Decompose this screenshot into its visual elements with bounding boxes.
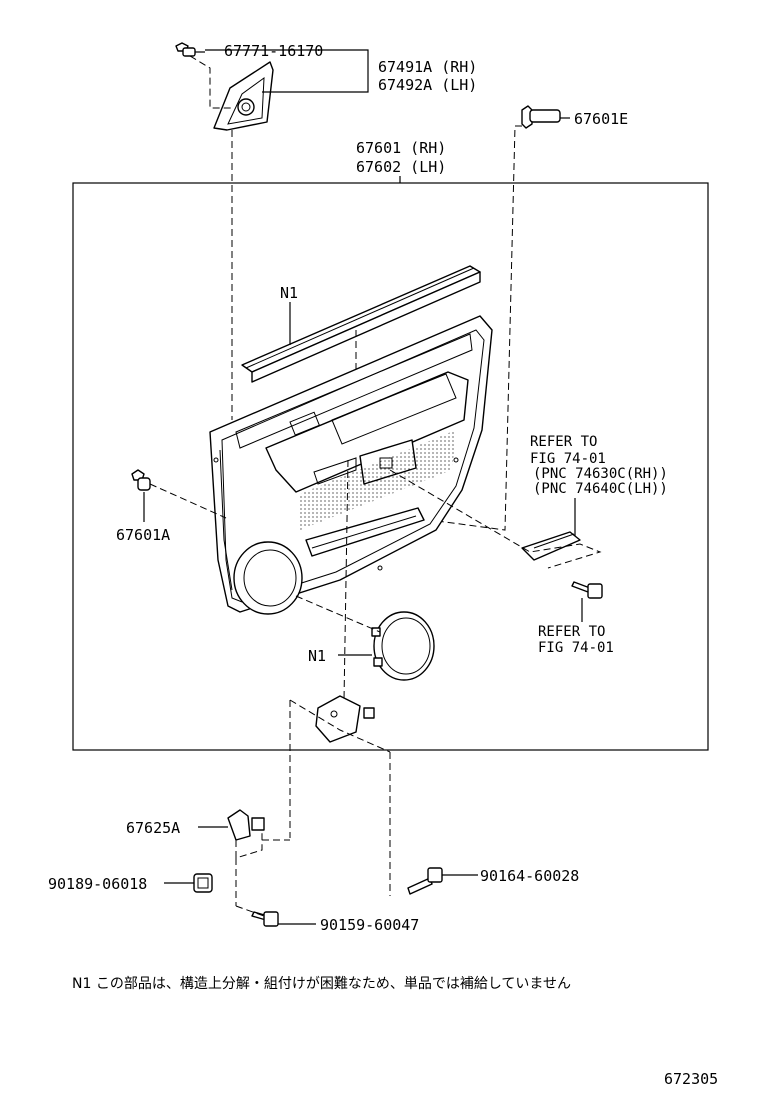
bracket-67625A-icon bbox=[227, 809, 265, 841]
weatherstrip-icon bbox=[241, 265, 481, 383]
panel-frame bbox=[72, 182, 709, 751]
label-90159-60047: 90159-60047 bbox=[320, 916, 419, 934]
figure-number: 672305 bbox=[664, 1070, 718, 1088]
label-90164-60028: 90164-60028 bbox=[480, 867, 579, 885]
label-67601: 67601 (RH) bbox=[356, 139, 446, 157]
clip-67601A-icon bbox=[131, 469, 151, 491]
screw-refer2-icon bbox=[571, 581, 603, 599]
refer2-line2: FIG 74-01 bbox=[538, 640, 614, 656]
refer1-line1: REFER TO bbox=[530, 434, 597, 450]
footnote-n1: N1 この部品は、構造上分解・組付けが困難なため、単品では補給していません bbox=[72, 976, 571, 992]
screw-90159-icon bbox=[251, 911, 279, 927]
label-n1-mid: N1 bbox=[308, 647, 326, 665]
pull-bracket-icon bbox=[315, 695, 375, 743]
speaker-grille-icon bbox=[371, 611, 435, 681]
clip-67601E-icon bbox=[521, 105, 561, 129]
refer1-line4: (PNC 74640C(LH)) bbox=[533, 481, 668, 497]
refer1-line3: (PNC 74630C(RH)) bbox=[533, 466, 668, 482]
nut-90189-icon bbox=[193, 873, 213, 893]
refer2-line1: REFER TO bbox=[538, 624, 605, 640]
label-67492A: 67492A (LH) bbox=[378, 76, 477, 94]
label-67771-16170: 67771-16170 bbox=[224, 42, 323, 60]
label-67601A: 67601A bbox=[116, 526, 170, 544]
door-trim-panel-icon bbox=[209, 315, 493, 615]
label-90189-06018: 90189-06018 bbox=[48, 875, 147, 893]
label-67625A: 67625A bbox=[126, 819, 180, 837]
screw-90164-icon bbox=[407, 867, 443, 895]
label-67602: 67602 (LH) bbox=[356, 158, 446, 176]
clip-67771-icon bbox=[175, 42, 205, 57]
label-n1-top: N1 bbox=[280, 284, 298, 302]
label-67491A: 67491A (RH) bbox=[378, 58, 477, 76]
refer1-line2: FIG 74-01 bbox=[530, 451, 606, 467]
label-67601E: 67601E bbox=[574, 110, 628, 128]
tweeter-cover-icon bbox=[213, 61, 274, 131]
door-handle-icon bbox=[521, 531, 581, 561]
